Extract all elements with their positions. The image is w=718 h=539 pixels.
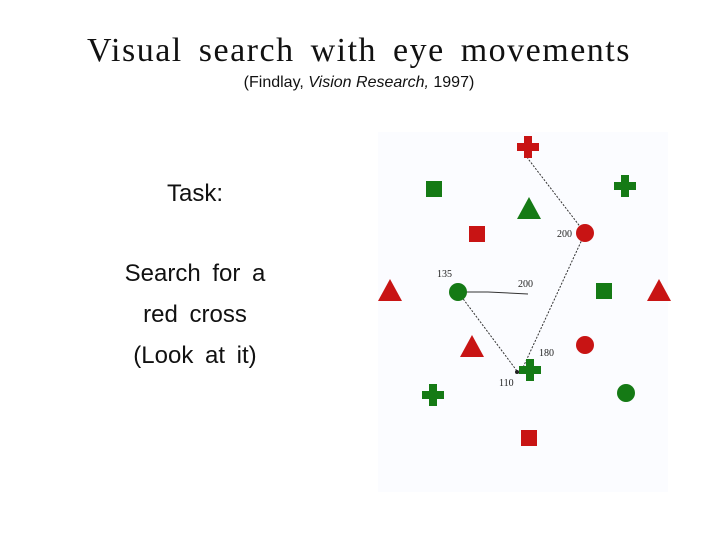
red-triangle-item — [378, 279, 402, 301]
fixation-label: 200 — [518, 279, 533, 290]
citation: (Findlay, Vision Research, 1997) — [0, 74, 718, 92]
red-triangle-item — [460, 335, 484, 357]
eye-scanpath — [458, 291, 529, 295]
red-cross-item — [517, 136, 539, 158]
fixation-label: 135 — [437, 269, 452, 280]
citation-journal: Vision Research, — [308, 74, 429, 91]
green-cross-item — [422, 384, 444, 406]
red-square-item — [469, 226, 485, 242]
slide-title: Visual search with eye movements — [87, 32, 631, 69]
eye-scanpath-long — [457, 153, 586, 375]
green-cross-item — [519, 359, 541, 381]
red-circle-item — [576, 224, 594, 242]
green-square-item — [426, 181, 442, 197]
green-circle-item — [617, 384, 635, 402]
red-circle-item — [576, 336, 594, 354]
citation-suffix: 1997) — [428, 74, 475, 91]
green-cross-item — [614, 175, 636, 197]
fixation-label: 200 — [557, 229, 572, 240]
fixation-label: 110 — [499, 378, 514, 389]
green-triangle-item — [517, 197, 541, 219]
green-circle-item — [449, 283, 467, 301]
fixation-label: 180 — [539, 348, 554, 359]
red-square-item — [521, 430, 537, 446]
citation-prefix: (Findlay, — [243, 74, 309, 91]
task-heading: Task: — [166, 180, 223, 207]
green-square-item — [596, 283, 612, 299]
fixation-end-marker — [515, 370, 519, 374]
red-triangle-item — [647, 279, 671, 301]
task-line-3: (Look at it) — [133, 342, 257, 369]
task-line-2: red cross — [143, 301, 247, 328]
task-line-1: Search for a — [124, 260, 266, 287]
